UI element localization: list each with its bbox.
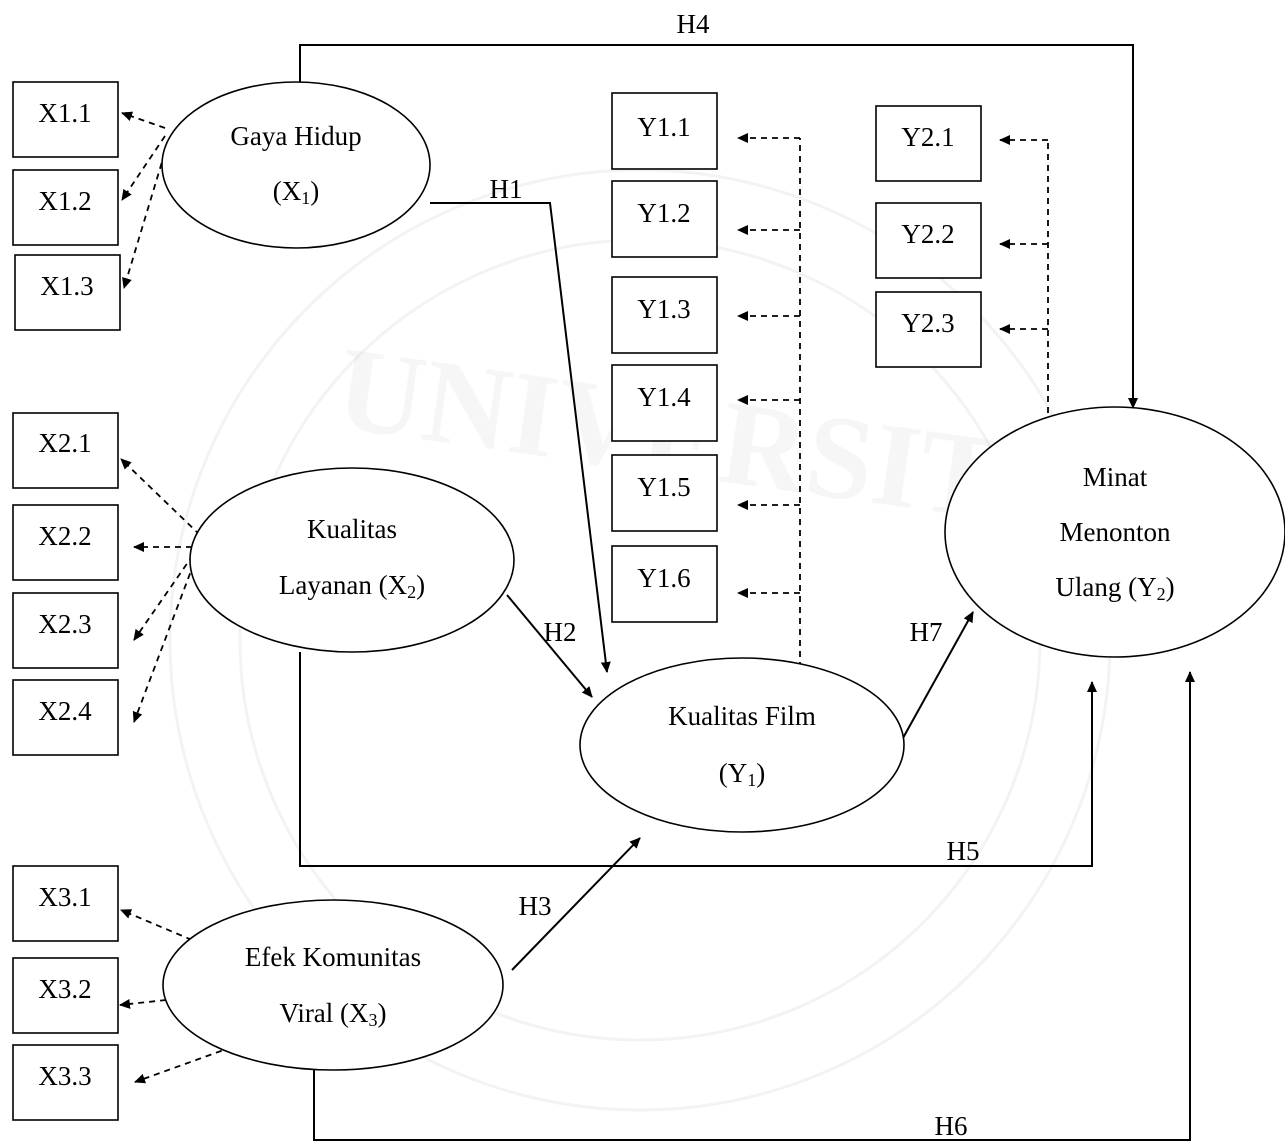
construct-sublabel: Viral (X3) [279,998,386,1030]
indicator-label: Y1.5 [637,472,690,502]
indicator-box-x2-3: X2.3 [12,592,119,669]
construct-sublabel: Ulang (Y2) [1055,572,1174,604]
x2-indicator-arrows [120,458,201,723]
indicator-label: X1.3 [40,271,93,301]
path-h6-arrow [313,671,1195,1141]
x1-indicator-arrows [121,111,169,289]
x3-indicators: X3.1 X3.2 X3.3 [12,865,119,1121]
indicator-box-y1-2: Y1.2 [611,180,718,258]
construct-label: Kualitas [307,514,397,544]
y1-indicators: Y1.1 Y1.2 Y1.3 Y1.4 Y1.5 Y1.6 [611,92,718,623]
hypothesis-label-h7: H7 [910,617,943,647]
indicator-label: Y2.3 [901,308,954,338]
construct-kualitas-layanan: Kualitas Layanan (X2) [189,467,515,653]
indicator-label: X2.1 [38,428,91,458]
construct-label: Efek Komunitas [245,942,421,972]
indicator-label: X1.2 [38,186,91,216]
y1-indicator-arrows [737,133,801,668]
path-h3-arrow [511,837,641,971]
path-h7-arrow [902,611,974,739]
indicator-box-y1-5: Y1.5 [611,454,718,532]
indicator-box-x1-1: X1.1 [12,81,119,158]
indicator-box-y1-1: Y1.1 [611,92,718,170]
hypothesis-label-h4: H4 [677,9,710,39]
hypothesis-label-h5: H5 [947,836,980,866]
hypothesis-label-h2: H2 [544,617,577,647]
hypothesis-label-h1: H1 [490,174,523,204]
hypothesis-label-h3: H3 [519,891,552,921]
indicator-label: Y1.6 [637,563,690,593]
x1-indicators: X1.1 X1.2 X1.3 [12,81,121,331]
construct-label: Gaya Hidup [230,121,361,151]
indicator-box-y1-3: Y1.3 [611,276,718,354]
indicator-box-y1-4: Y1.4 [611,364,718,442]
construct-efek-komunitas: Efek Komunitas Viral (X3) [162,899,504,1071]
indicator-label: Y1.4 [637,382,691,412]
hypothesis-label-h6: H6 [935,1111,968,1141]
construct-label-2: Menonton [1060,517,1171,547]
construct-kualitas-film: Kualitas Film (Y1) [579,657,905,833]
construct-gaya-hidup: Gaya Hidup (X1) [161,81,431,249]
indicator-box-x1-3: X1.3 [14,254,121,331]
indicator-label: Y2.1 [901,122,954,152]
construct-sublabel: (X1) [273,176,320,208]
path-h4-arrow [299,44,1138,409]
indicator-label: X2.4 [38,696,92,726]
indicator-label: X3.2 [38,974,91,1004]
indicator-box-x3-2: X3.2 [12,957,119,1034]
indicator-label: X3.3 [38,1061,91,1091]
y2-indicator-arrows [999,135,1049,424]
x2-indicators: X2.1 X2.2 X2.3 X2.4 [12,412,119,756]
indicator-label: Y1.3 [637,294,690,324]
indicator-label: X2.2 [38,521,91,551]
indicator-label: X3.1 [38,882,91,912]
indicator-box-x3-1: X3.1 [12,865,119,942]
y2-indicators: Y2.1 Y2.2 Y2.3 [875,105,982,368]
indicator-box-y1-6: Y1.6 [611,545,718,623]
indicator-box-y2-3: Y2.3 [875,291,982,368]
path-h2-arrow [506,594,593,698]
construct-sublabel: (Y1) [719,758,766,790]
x3-indicator-arrows [119,909,233,1084]
indicator-box-x1-2: X1.2 [12,169,119,246]
indicator-box-x2-1: X2.1 [12,412,119,489]
construct-label: Kualitas Film [668,701,816,731]
indicator-label: Y1.2 [637,198,690,228]
indicator-label: X1.1 [38,98,91,128]
path-h1-arrow [430,202,611,673]
indicator-box-x2-4: X2.4 [12,679,119,756]
indicator-box-x2-2: X2.2 [12,504,119,581]
indicator-label: X2.3 [38,609,91,639]
indicator-box-y2-1: Y2.1 [875,105,982,182]
construct-label: Minat [1083,462,1148,492]
indicator-label: Y1.1 [637,112,690,142]
construct-sublabel: Layanan (X2) [279,570,425,602]
path-h5-arrow [299,652,1097,867]
indicator-box-y2-2: Y2.2 [875,202,982,279]
indicator-box-x3-3: X3.3 [12,1044,119,1121]
construct-minat-menonton-ulang: Minat Menonton Ulang (Y2) [944,406,1285,658]
indicator-label: Y2.2 [901,219,954,249]
